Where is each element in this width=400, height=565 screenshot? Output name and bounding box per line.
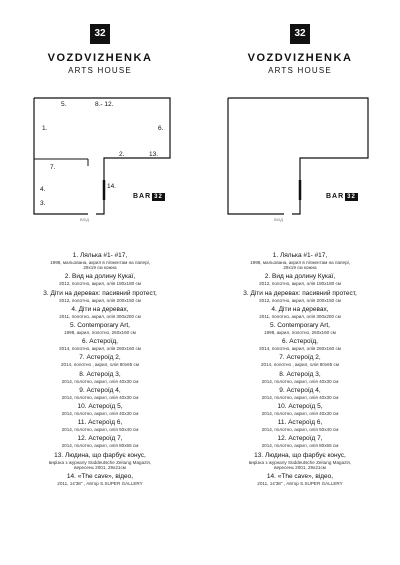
bar-number: 32 — [152, 193, 165, 201]
plan-label-7: 7. — [50, 164, 56, 171]
logo-badge: 32 — [290, 24, 310, 44]
plan-label-3: 3. — [40, 200, 46, 207]
plan-label-8-12: 8.- 12. — [95, 101, 114, 108]
entrance-label: ВХІД — [80, 217, 89, 222]
floor-plan-outline — [33, 97, 171, 215]
list-item: 10. Астероїд 5,2014, полотно, акрил, олі… — [61, 403, 139, 417]
list-item: 14. «The cave», відео,2011, 14'38" , Авт… — [57, 473, 143, 487]
plan-label-2: 2. — [119, 151, 125, 158]
bar-text: BAR — [133, 193, 152, 200]
list-item: 1. Лялька #1- #17,1998, мальована, акрил… — [250, 252, 350, 271]
bar-text: BAR — [326, 193, 345, 200]
plan-label-14: 14. — [107, 183, 117, 190]
list-item: 12. Астероїд 7,2014, полотно, акрил, олі… — [61, 435, 139, 449]
brand-subtitle: ARTS HOUSE — [68, 66, 132, 75]
artwork-list: 1. Лялька #1- #17,1998, мальована, акрил… — [200, 252, 400, 489]
plan-label-6: 6. — [158, 125, 164, 132]
floor-plan-panel-annotated: 32 VOZDVIZHENKA ARTS HOUSE 5. 8.- 12. 1.… — [0, 24, 200, 489]
list-item: 13. Людина, що фарбує конус,вирізка з жу… — [248, 451, 352, 470]
brand-name: VOZDVIZHENKA — [47, 52, 153, 64]
list-item: 9. Астероїд 4,2014, полотно, акрил, олія… — [61, 386, 139, 400]
list-item: 8. Астероїд 3,2014, полотно, акрил, олія… — [261, 370, 339, 384]
list-item: 3. Діти на деревах: пасивний протест,201… — [43, 289, 157, 303]
list-item: 7. Астероїд 2,2014, полотно , акрил, олі… — [260, 354, 339, 368]
logo-badge: 32 — [90, 24, 110, 44]
entrance-label: ВХІД — [274, 217, 283, 222]
list-item: 5. Contemporary Art,1998, акрил, полотно… — [264, 322, 336, 336]
plan-label-1: 1. — [42, 125, 48, 132]
list-item: 14. «The cave», відео,2011, 14'38" , Авт… — [257, 473, 343, 487]
list-item: 7. Астероїд 2,2014, полотно , акрил, олі… — [60, 354, 139, 368]
list-item: 13. Людина, що фарбує конус,вирізка з жу… — [48, 451, 152, 470]
list-item: 4. Діти на деревах,2011, полотно, акрил,… — [59, 305, 141, 319]
plan-label-4: 4. — [40, 186, 46, 193]
list-item: 9. Астероїд 4,2014, полотно, акрил, олія… — [261, 386, 339, 400]
list-item: 6. Астероїд,2014, полотно, акрил, олія 2… — [59, 338, 141, 352]
floor-plan: 5. 8.- 12. 1. 6. 2. 13. 7. 4. 14. 3. ВХІ… — [0, 96, 200, 224]
list-item: 5. Contemporary Art,1998, акрил, полотно… — [64, 322, 136, 336]
list-item: 12. Астероїд 7,2014, полотно, акрил, олі… — [261, 435, 339, 449]
list-item: 11. Астероїд 6,2014, полотно, акрил, олі… — [61, 419, 139, 433]
artwork-list: 1. Лялька #1- #17,1998, мальована, акрил… — [0, 252, 200, 489]
list-item: 1. Лялька #1- #17,1998, мальована, акрил… — [50, 252, 150, 271]
list-item: 2. Вид на долину Кукаї,2012, полотно, ак… — [59, 273, 141, 287]
floor-plan-outline — [227, 97, 369, 215]
list-item: 2. Вид на долину Кукаї,2012, полотно, ак… — [259, 273, 341, 287]
plan-label-13: 13. — [149, 151, 159, 158]
brand-subtitle: ARTS HOUSE — [268, 66, 332, 75]
list-item: 10. Астероїд 5,2014, полотно, акрил, олі… — [261, 403, 339, 417]
list-item: 3. Діти на деревах: пасивний протест,201… — [243, 289, 357, 303]
bar-number: 32 — [345, 193, 358, 201]
brand-name: VOZDVIZHENKA — [247, 52, 353, 64]
list-item: 8. Астероїд 3,2014, полотно, акрил, олія… — [61, 370, 139, 384]
list-item: 11. Астероїд 6,2014, полотно, акрил, олі… — [261, 419, 339, 433]
plan-label-5: 5. — [61, 101, 67, 108]
list-item: 6. Астероїд,2014, полотно, акрил, олія 2… — [259, 338, 341, 352]
list-item: 4. Діти на деревах,2011, полотно, акрил,… — [259, 305, 341, 319]
